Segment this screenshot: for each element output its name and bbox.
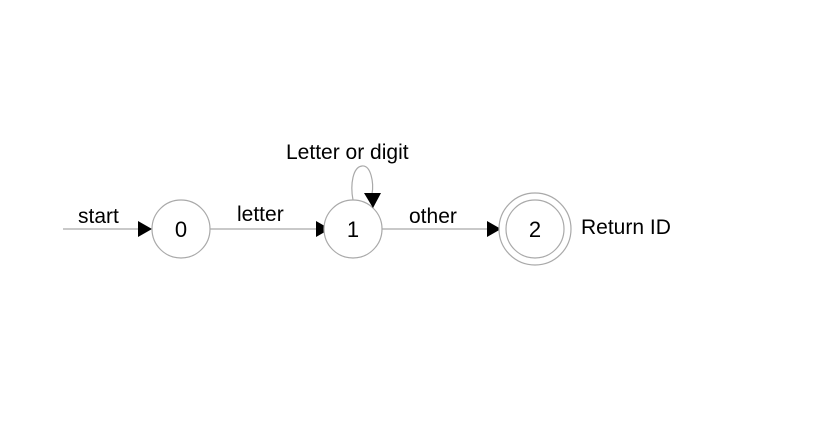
state-1-label: 1 <box>347 217 359 242</box>
start-edge-arrowhead <box>138 221 152 237</box>
accept-action-label: Return ID <box>581 216 671 239</box>
state-2: 2 <box>498 192 572 266</box>
edge-0-1-arrowhead <box>316 221 330 237</box>
state-1: 1 <box>323 199 383 259</box>
start-transition: start <box>63 205 152 237</box>
self-loop-label: Letter or digit <box>286 141 409 164</box>
state-2-label: 2 <box>529 217 541 242</box>
edge-1-2-label: other <box>409 205 457 228</box>
self-loop-arrowhead <box>364 193 381 208</box>
self-loop-line <box>351 165 374 201</box>
state-0: 0 <box>151 199 211 259</box>
edge-1-2-arrowhead <box>487 221 501 237</box>
transition-0-to-1: letter <box>210 203 330 237</box>
transition-1-self-loop: Letter or digit <box>286 141 409 208</box>
start-edge-label: start <box>78 205 119 228</box>
edge-0-1-label: letter <box>237 203 284 226</box>
transition-1-to-2: other <box>382 205 501 237</box>
state-0-label: 0 <box>175 217 187 242</box>
state-2-inner-circle <box>505 199 565 259</box>
